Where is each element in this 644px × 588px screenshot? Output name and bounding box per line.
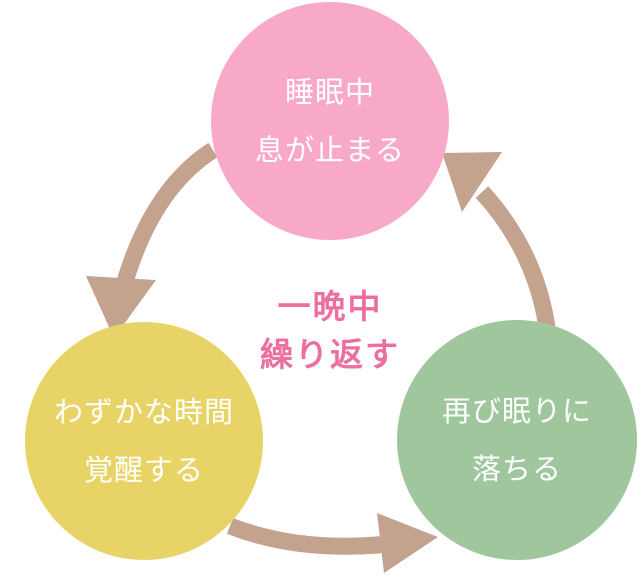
- node-brief-awakening: わずかな時間 覚醒する: [25, 322, 263, 560]
- node-left-line2: 覚醒する: [83, 453, 204, 487]
- center-label: 一晩中 繰り返す: [220, 283, 440, 379]
- node-right-line1: 再び眠りに: [441, 394, 592, 428]
- center-label-line1: 一晩中: [277, 287, 383, 326]
- center-label-line2: 繰り返す: [260, 335, 400, 374]
- node-right-line2: 落ちる: [471, 452, 562, 486]
- arrow-right-to-top: [442, 152, 556, 329]
- node-fall-asleep-again: 再び眠りに 落ちる: [397, 320, 637, 560]
- node-left-line1: わずかな時間: [53, 395, 234, 429]
- arrow-top-to-left: [86, 142, 218, 338]
- node-sleep-apnea: 睡眠中 息が止まる: [211, 2, 449, 240]
- node-top-line2: 息が止まる: [254, 133, 405, 167]
- node-top-line1: 睡眠中: [284, 75, 375, 109]
- arrow-left-to-right: [226, 513, 438, 573]
